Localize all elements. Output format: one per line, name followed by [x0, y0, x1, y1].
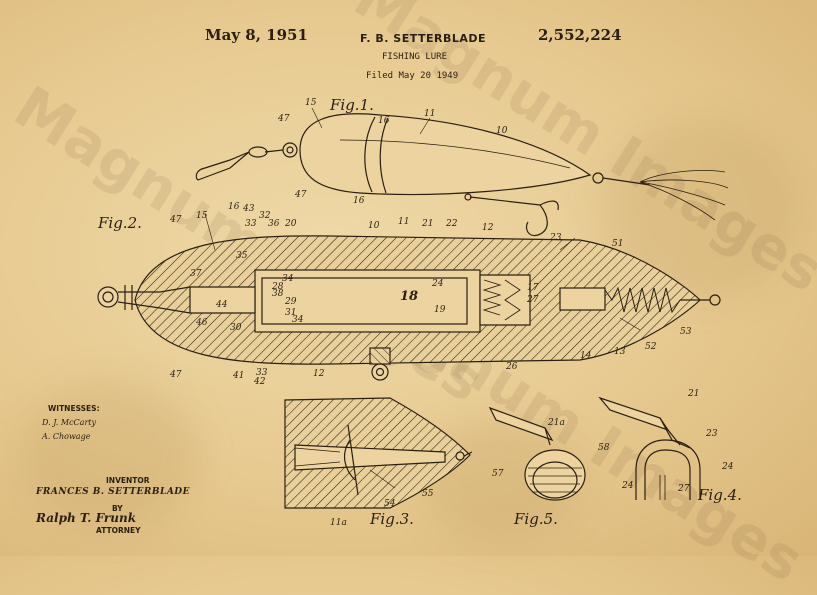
ref-numeral: 31 [285, 308, 296, 318]
ref-numeral: 12 [482, 223, 494, 233]
ref-numeral: 12 [313, 369, 325, 379]
ref-numeral: 34 [292, 315, 304, 325]
ref-numeral: 35 [236, 251, 248, 261]
ref-numeral: 51 [612, 239, 623, 249]
ref-numeral: 33 [256, 368, 268, 378]
ref-numeral: 43 [242, 204, 255, 214]
fig3-label: Fig.3. [369, 510, 414, 528]
paper-stain [20, 380, 200, 530]
fig3-nose-drawing [284, 397, 473, 509]
patent-title: FISHING LURE [382, 52, 448, 62]
ref-numeral: 18 [400, 289, 418, 304]
ref-numeral: 53 [680, 327, 692, 337]
fig2-section-drawing [97, 235, 721, 381]
witness-signature-1: D. J. McCarty [42, 418, 97, 427]
ref-numeral: 47 [294, 190, 307, 200]
fig2-label: Fig.2. [97, 214, 142, 232]
ref-numeral: 22 [445, 219, 458, 229]
ref-numeral: 46 [195, 318, 208, 328]
ref-numeral: 54 [384, 499, 396, 509]
inventor-label: INVENTOR [106, 476, 150, 485]
ref-numeral: 24 [431, 279, 444, 289]
filed-date: Filed May 20 1949 [366, 71, 459, 81]
fig1-lure-drawing [195, 113, 729, 237]
ref-numeral: 57 [492, 469, 504, 479]
fig4-bracket-drawing [598, 396, 701, 500]
ref-numeral: 21 [421, 219, 433, 229]
inventor-signature: FRANCES B. SETTERBLADE [36, 487, 190, 497]
ref-numeral: 58 [598, 443, 610, 453]
ref-numeral: 24 [721, 462, 734, 472]
ref-numeral: 29 [284, 297, 297, 307]
ref-numeral: 23 [549, 233, 562, 243]
ref-numeral: 13 [614, 347, 626, 357]
attorney-label: ATTORNEY [96, 526, 141, 535]
ref-numeral: 36 [268, 219, 280, 229]
ref-numeral: 27 [526, 295, 539, 305]
ref-numeral: 52 [645, 342, 657, 352]
ref-numeral: 10 [368, 221, 380, 231]
ref-numeral: 42 [253, 377, 266, 387]
ref-numeral: 47 [277, 114, 290, 124]
ref-numeral: 32 [259, 211, 271, 221]
ref-numeral: 28 [271, 282, 284, 292]
fig4-label: Fig.4. [697, 486, 742, 504]
ref-numeral: 26 [505, 362, 518, 372]
fig1-label: Fig.1. [329, 96, 374, 114]
ref-numeral: 11 [398, 217, 409, 227]
ref-numeral: 15 [196, 211, 208, 221]
ref-numeral: 11a [330, 518, 347, 528]
ref-numeral: 11 [424, 109, 435, 119]
ref-numeral: 16 [378, 116, 390, 126]
witnesses-label: WITNESSES: [48, 404, 100, 413]
ref-numeral: 44 [215, 300, 228, 310]
ref-numeral: 47 [169, 370, 182, 380]
ref-numeral: 37 [190, 269, 202, 279]
ref-numeral: 16 [228, 202, 240, 212]
ref-numeral: 10 [496, 126, 508, 136]
ref-numeral: 38 [272, 289, 284, 299]
ref-numeral: 15 [305, 98, 317, 108]
ref-numeral: 47 [169, 215, 182, 225]
patent-number: 2,552,224 [538, 26, 622, 44]
witness-signature-2: A. Chowage [42, 432, 91, 441]
ref-numeral: 41 [232, 371, 244, 381]
ref-numeral: 23 [705, 429, 718, 439]
patent-date: May 8, 1951 [205, 26, 308, 44]
inventor-name-header: F. B. SETTERBLADE [360, 32, 487, 45]
ref-numeral: 30 [230, 323, 242, 333]
ref-numeral: 16 [353, 196, 365, 206]
ref-numeral: 14 [580, 351, 592, 361]
ref-numeral: 20 [284, 219, 297, 229]
attorney-signature: Ralph T. Frunk [36, 511, 137, 525]
ref-numeral: 27 [677, 484, 690, 494]
by-label: BY [112, 504, 123, 513]
ref-numeral: 55 [422, 489, 434, 499]
fig5-coil-drawing [488, 406, 586, 501]
ref-numeral: 33 [245, 219, 257, 229]
ref-numeral: 21a [547, 418, 565, 428]
ref-numeral: 17 [527, 283, 539, 293]
fig5-label: Fig.5. [513, 510, 558, 528]
ref-numeral: 19 [434, 305, 446, 315]
patent-drawing: Fig.1. Fig.2. Fig.3. Fig.4. Fig.5. 15 47… [97, 96, 742, 528]
ref-numeral: 24 [621, 481, 634, 491]
ref-numeral: 21 [687, 389, 699, 399]
ref-numeral: 34 [282, 274, 294, 284]
